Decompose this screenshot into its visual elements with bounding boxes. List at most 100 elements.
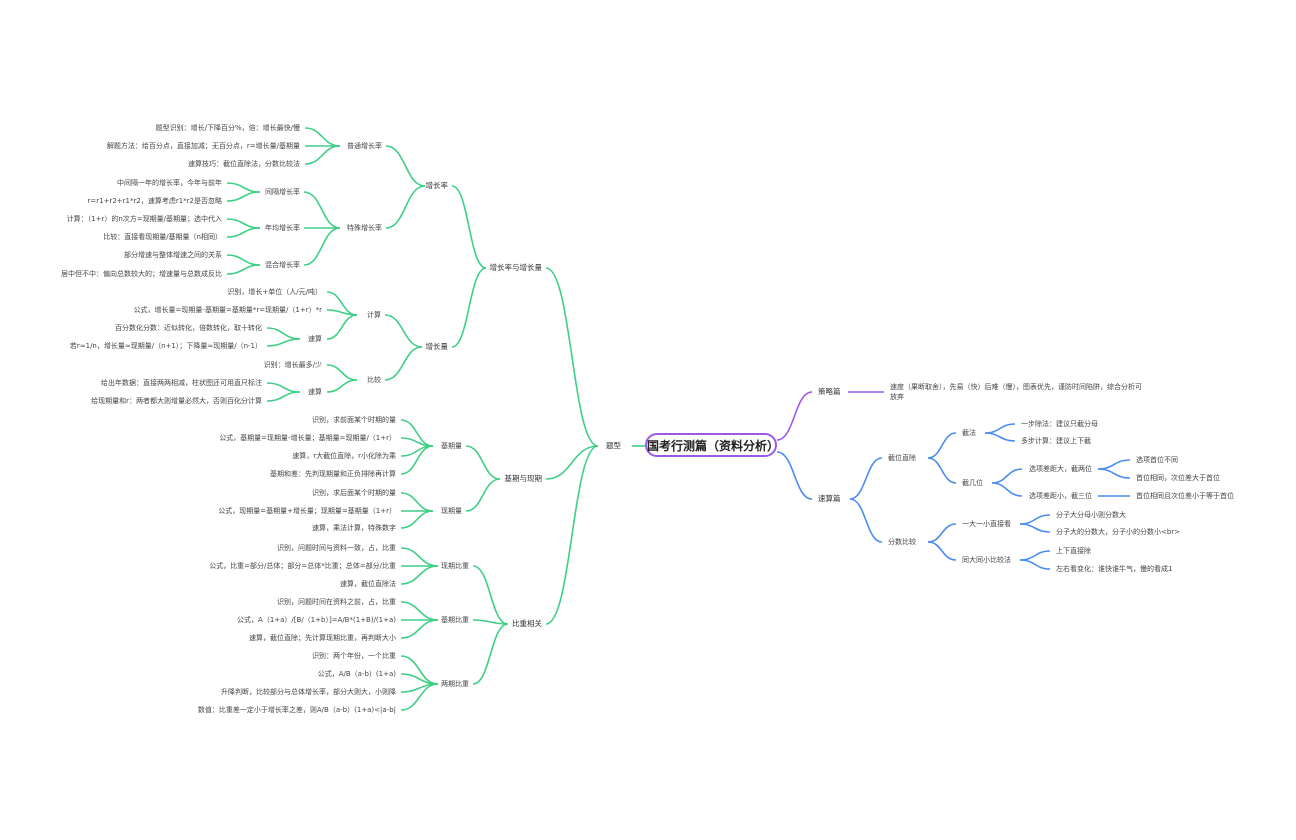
subtopic-node[interactable]: 一大一小直接看 [962,520,1011,528]
leaf-text[interactable]: 公式，现期量=基期量+增长量；现期量=基期量（1+r） [218,507,396,515]
leaf-text[interactable]: 公式，比重=部分/总体；部分=总体*比重；总体=部分/比重 [209,562,396,570]
connector-line [304,145,341,165]
connector-line [400,619,439,639]
leaf-text[interactable]: 题型识别：增长/下降百分%，倍：增长最快/慢 [155,124,300,132]
leaf-text[interactable]: 居中但不中：偏向总数较大的；增速量与总数成反比 [61,270,222,278]
leaf-text[interactable]: 识别，增长+单位（人/元/吨） [227,288,322,296]
connector-line [303,191,341,229]
leaf-text[interactable]: 识别，求后面某个时期的量 [312,489,396,497]
subtopic-node[interactable]: 混合增长率 [265,261,300,269]
topic-node[interactable]: 分数比较 [888,538,916,546]
leaf-text[interactable]: 公式，A/B（a-b）(1+a) [317,670,396,678]
leaf-text[interactable]: 解题方法：给百分点，直接加减；无百分点，r=增长量/基期量 [106,142,300,150]
connector-line [545,267,599,447]
leaf-text[interactable]: 公式，A（1+a）/[B/（1+b）]=A/B*(1+B)/(1+a) [237,616,396,624]
connector-line [226,254,261,266]
subtopic-node[interactable]: 现期量 [441,507,462,515]
connector-line [385,145,426,187]
connector-line [400,437,434,447]
leaf-text[interactable]: 速算，截位直除法 [340,580,396,588]
leaf-text[interactable]: 速度（果断取舍），先易（快）后难（慢），图表优先，谨防时间陷阱，综合分析可放弃 [890,383,1142,401]
group-node[interactable]: 增长率与增长量 [489,263,543,272]
subtopic-node[interactable]: 截几位 [962,479,983,487]
connector-line [400,445,434,457]
leaf-text[interactable]: 公式，基期量=现期量-增长量；基期量=现期量/（1+r） [219,434,396,442]
subtopic-node[interactable]: 选项差距小，截三位 [1029,492,1092,500]
leaf-text[interactable]: 升降判断，比较部分与总体增长率，部分大则大，小则降 [221,688,396,696]
connector-line [400,683,439,711]
leaf-text[interactable]: 中间隔一年的增长率，今年与前年 [117,179,222,187]
subtopic-node[interactable]: 基期比重 [441,616,469,624]
connector-line [304,127,341,147]
leaf-text[interactable]: 识别，问题时间在资料之前，占，比重 [277,598,396,606]
topic-node[interactable]: 增长率 [425,181,449,190]
subtopic-node[interactable]: 年均增长率 [265,224,300,232]
branch-question-types[interactable]: 题型 [606,441,621,450]
leaf-text[interactable]: 首位相同且次位差小于等于首位 [1136,492,1234,500]
connector-line [984,423,1016,434]
subtopic-node[interactable]: 特殊增长率 [347,224,382,232]
connector-line [776,451,813,500]
leaf-text[interactable]: 计算：（1+r）的n次方=现期量/基期量；选中代入 [66,215,222,223]
subtopic-node[interactable]: 现期比重 [441,562,469,570]
subtopic-node[interactable]: 速算 [308,388,322,396]
leaf-text[interactable]: 识别，问题时间与资料一致，占，比重 [277,544,396,552]
leaf-text[interactable]: 若r≈1/n，增长量≈现期量/（n+1）；下降量≈现期量/（n-1） [69,342,262,350]
subtopic-node[interactable]: 基期量 [441,442,462,450]
leaf-text[interactable]: 比较：直接看现期量/基期量（n相同） [103,233,222,241]
subtopic-node[interactable]: 计算 [367,311,381,319]
subtopic-node[interactable]: 普通增长率 [347,142,382,150]
connector-line [776,391,813,441]
connector-line [1019,559,1051,570]
leaf-text[interactable]: r=r1+r2+r1*r2，速算考虑r1*r2是否忽略 [87,197,222,205]
leaf-text[interactable]: 给出年数据：直接两两相减，柱状图还可用直尺标注 [101,379,262,387]
leaf-text[interactable]: 速算，r大截位直除，r小化除为乘 [292,452,396,460]
leaf-text[interactable]: 百分数化分数：近似转化，倍数转化，取十转化 [115,324,262,332]
group-node[interactable]: 比重相关 [512,619,542,628]
leaf-text[interactable]: 速算，截位直除；先计算现期比重，再判断大小 [249,634,396,642]
leaf-text[interactable]: 速算，乘法计算，特殊数字 [312,524,396,532]
subtopic-node[interactable]: 间隔增长率 [265,188,300,196]
connector-line [326,379,358,393]
leaf-text[interactable]: 公式，增长量=现期量-基期量=基期量*r=现期量/（1+r）*r [133,306,322,314]
subtopic-node[interactable]: 截法 [962,429,976,437]
topic-node[interactable]: 增长量 [425,342,449,351]
topic-node[interactable]: 截位直除 [888,454,916,462]
group-node[interactable]: 基期与现期 [504,474,543,483]
leaf-text[interactable]: 识别：两个年份，一个比重 [312,652,396,660]
connector-line [1019,550,1051,561]
connector-line [849,457,883,500]
leaf-text[interactable]: 给现期量和r：两者都大则增量必然大，否则百化分计算 [91,397,262,405]
leaf-text[interactable]: 上下直接除 [1056,547,1091,555]
branch-quick-calc[interactable]: 速算篇 [818,494,841,503]
leaf-text[interactable]: 分子大分母小则分数大 [1056,511,1126,519]
subtopic-node[interactable]: 速算 [308,335,322,343]
leaf-text[interactable]: 数值：比重差一定小于增长率之差，则A/B（a-b）(1+a)<|a-b| [197,706,396,714]
subtopic-node[interactable]: 比较 [367,376,381,384]
leaf-text[interactable]: 选项首位不同 [1136,456,1178,464]
leaf-text[interactable]: 识别：增长最多/少 [263,361,322,369]
leaf-text[interactable]: 一步除法：建议只截分母 [1021,420,1098,428]
branch-strategy[interactable]: 策略篇 [818,387,841,396]
connector-line [326,291,358,316]
connector-line [545,445,599,625]
connector-line [226,191,261,202]
leaf-text[interactable]: 左右看变化：谁快谁牛气，慢的看成1 [1056,565,1173,573]
leaf-text[interactable]: 首位相同，次位差大于首位 [1136,474,1220,482]
connector-line [472,619,509,625]
leaf-text[interactable]: 识别，求前面某个时期的量 [312,416,396,424]
subtopic-node[interactable]: 选项差距大，截两位 [1029,465,1092,473]
connector-line [400,655,439,685]
connector-line [465,445,501,480]
connector-line [266,338,301,347]
leaf-text[interactable]: 分子大的分数大，分子小的分数小<br> [1056,528,1181,536]
connector-line [400,601,439,621]
leaf-text[interactable]: 速算技巧：截位直除法，分数比较法 [188,160,300,168]
subtopic-node[interactable]: 同大同小比较法 [962,556,1011,564]
root-node[interactable]: 国考行测篇（资料分析） [645,433,779,457]
connector-line [226,227,261,238]
subtopic-node[interactable]: 两期比重 [441,680,469,688]
leaf-text[interactable]: 多步计算：建议上下截 [1021,437,1091,445]
leaf-text[interactable]: 部分增速与整体增速之间的关系 [124,251,222,259]
leaf-text[interactable]: 基期和差：先判现期量和正负排除再计算 [270,470,396,478]
